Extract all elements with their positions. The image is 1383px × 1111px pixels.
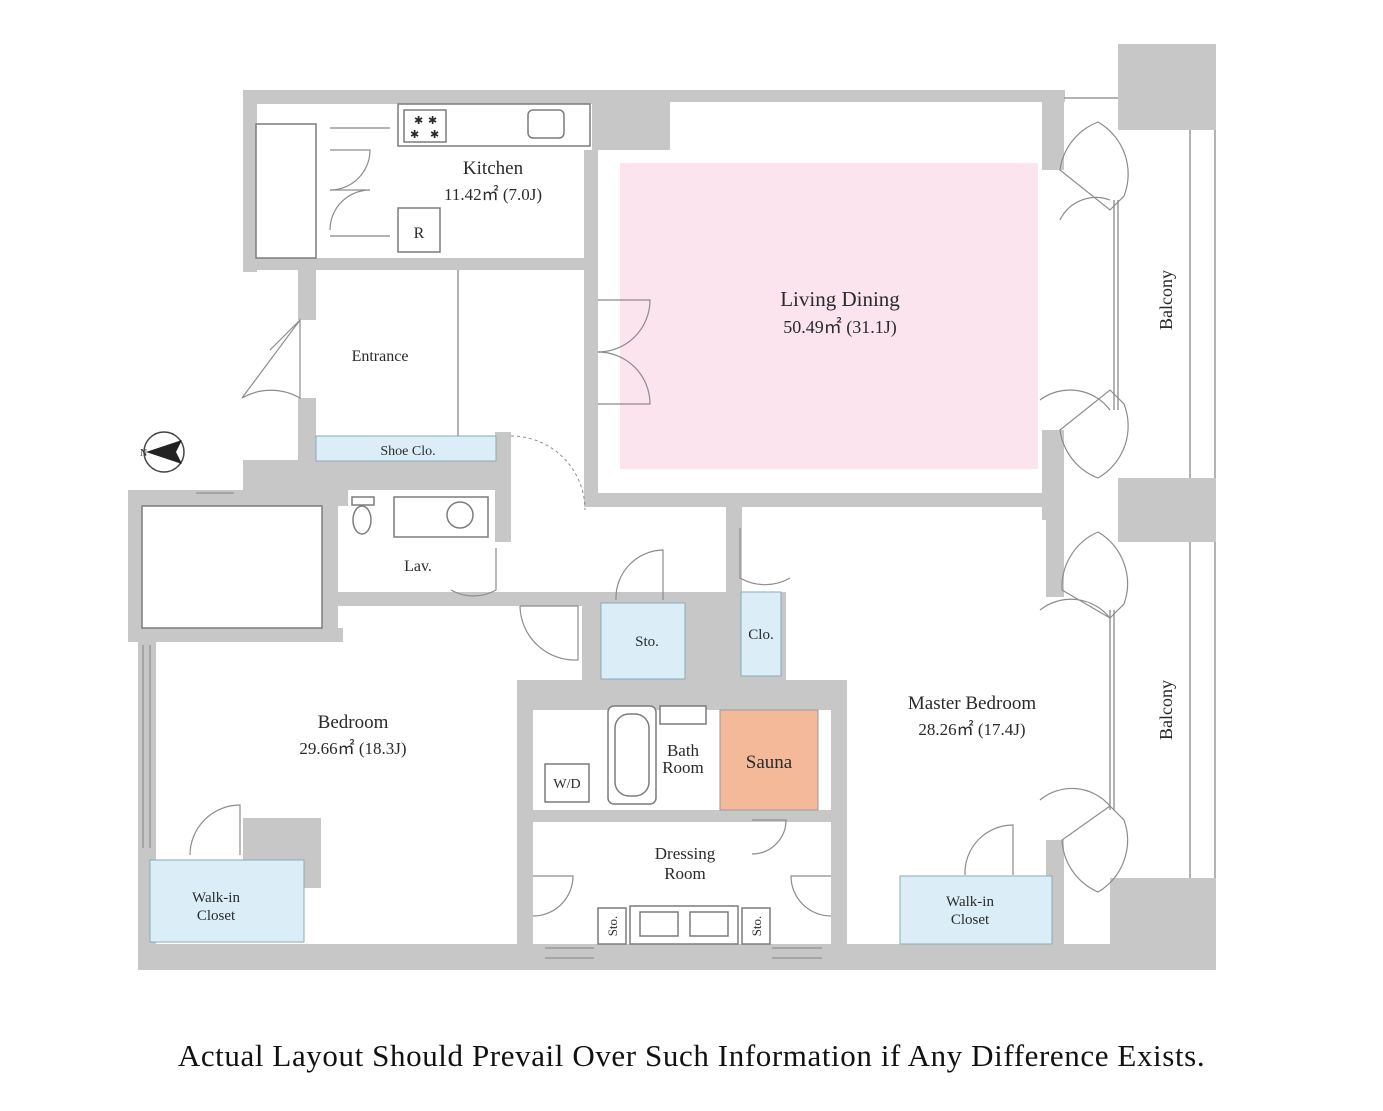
vanity-sink-right	[689, 911, 729, 937]
sink-icon	[527, 109, 565, 139]
bath-room-line2: Room	[662, 758, 704, 777]
dressing-top-wall	[533, 810, 833, 822]
refrigerator-label: R	[414, 225, 425, 242]
dressing-room-line1: Dressing	[655, 844, 716, 863]
living-top-wall	[670, 90, 1065, 102]
dressing-storage-left-box	[597, 907, 627, 945]
doors	[189, 121, 1129, 917]
shoe-closet-name: Shoe Clo.	[380, 444, 435, 459]
svg-text:✱: ✱	[414, 115, 423, 127]
dressing-room-line2: Room	[664, 864, 706, 883]
lav-left-wall	[322, 490, 338, 640]
kitchen-left-wall	[243, 90, 257, 272]
room-labels: Kitchen 11.42㎡ (7.0J) R Living Dining 50…	[192, 158, 1176, 936]
floor-plan-svg: ✱ ✱ ✱ ✱	[128, 44, 1216, 970]
sauna-name: Sauna	[746, 752, 793, 773]
core-top	[517, 680, 847, 710]
refrigerator-box	[397, 207, 441, 253]
closet-area-center	[740, 591, 782, 677]
disclaimer-note: Actual Layout Should Prevail Over Such I…	[177, 1038, 1206, 1073]
washer-dryer-box	[544, 763, 590, 803]
dressing-storage-right-box	[741, 907, 771, 945]
kitchen-bottom-wall	[243, 258, 598, 270]
lav-counter	[393, 496, 489, 538]
entrance-name: Entrance	[352, 348, 409, 365]
bedroom-top-wall	[128, 490, 348, 506]
living-right-wall-mid	[1042, 430, 1064, 520]
bath-shelf	[659, 705, 707, 725]
bathtub-inner	[614, 713, 650, 797]
fixtures: ✱ ✱ ✱ ✱	[351, 103, 771, 945]
floor-plan: ✱ ✱ ✱ ✱	[128, 44, 1216, 970]
master-right-wall-top	[1046, 507, 1064, 597]
washer-dryer-label: W/D	[553, 777, 580, 792]
walk-in-closet-right-area	[899, 875, 1053, 945]
core-left	[517, 680, 533, 946]
svg-text:✱: ✱	[410, 129, 419, 141]
toilet-icon	[352, 505, 372, 535]
lav-sink-icon	[446, 501, 474, 529]
hall-right-wall	[726, 507, 742, 592]
bottom-wall	[138, 944, 1216, 970]
balcony-upper-name: Balcony	[1156, 270, 1176, 330]
walk-in-closet-left-line2: Closet	[197, 908, 236, 924]
svg-text:✱: ✱	[428, 115, 437, 127]
living-right-wall-top	[1042, 90, 1064, 170]
lav-bottom-wall	[322, 592, 582, 606]
shoe-closet-area	[315, 435, 497, 462]
master-bedroom-name: Master Bedroom	[908, 693, 1036, 714]
storage-area-center	[600, 602, 686, 680]
living-left-wall	[584, 150, 598, 500]
vanity-sink-left	[639, 911, 679, 937]
core-right	[831, 680, 847, 946]
entrance-bottom-wall	[243, 460, 501, 490]
bedroom-top-inner-wall	[128, 628, 343, 642]
living-dining-name: Living Dining	[780, 287, 900, 311]
svg-text:✱: ✱	[430, 129, 439, 141]
toilet-tank	[351, 496, 375, 506]
top-wall	[243, 90, 670, 104]
balcony-lower-name: Balcony	[1156, 680, 1176, 740]
dressing-storage-right-label: Sto.	[749, 916, 764, 937]
bath-room-line1: Bath	[667, 741, 700, 760]
master-bedroom-area: 28.26㎡ (17.4J)	[918, 720, 1025, 739]
living-bottom-wall	[584, 493, 1054, 507]
living-dining-area: 50.49㎡ (31.1J)	[783, 316, 897, 338]
compass-label: N	[140, 448, 147, 459]
balcony-column-top	[1118, 44, 1216, 130]
entrance-left-wall-bottom	[298, 398, 316, 470]
closet-left-wall	[128, 490, 142, 640]
lavatory-name: Lav.	[404, 558, 432, 575]
balcony-column-mid	[1118, 478, 1216, 542]
closet-center-name: Clo.	[748, 627, 773, 643]
top-column	[592, 90, 670, 150]
walk-in-closet-right-line1: Walk-in	[946, 894, 994, 910]
cooktop-icon	[403, 109, 447, 143]
dressing-storage-left-label: Sto.	[605, 916, 620, 937]
north-arrow-icon: N	[140, 431, 185, 473]
storage-center-name: Sto.	[635, 634, 659, 650]
walk-in-closet-right-line2: Closet	[951, 912, 990, 928]
walk-in-closet-left-line1: Walk-in	[192, 890, 240, 906]
entrance-left-wall-top	[298, 258, 316, 320]
bedroom-area: 29.66㎡ (18.3J)	[299, 739, 406, 758]
sauna-area	[719, 709, 819, 811]
lav-right-wall	[495, 432, 511, 542]
thin-lines	[141, 97, 1216, 959]
living-dining-highlight	[620, 163, 1038, 469]
walk-in-closet-left-area	[149, 859, 305, 943]
kitchen-name: Kitchen	[463, 158, 524, 179]
bedroom-name: Bedroom	[318, 712, 389, 733]
kitchen-area: 11.42㎡ (7.0J)	[444, 185, 542, 204]
